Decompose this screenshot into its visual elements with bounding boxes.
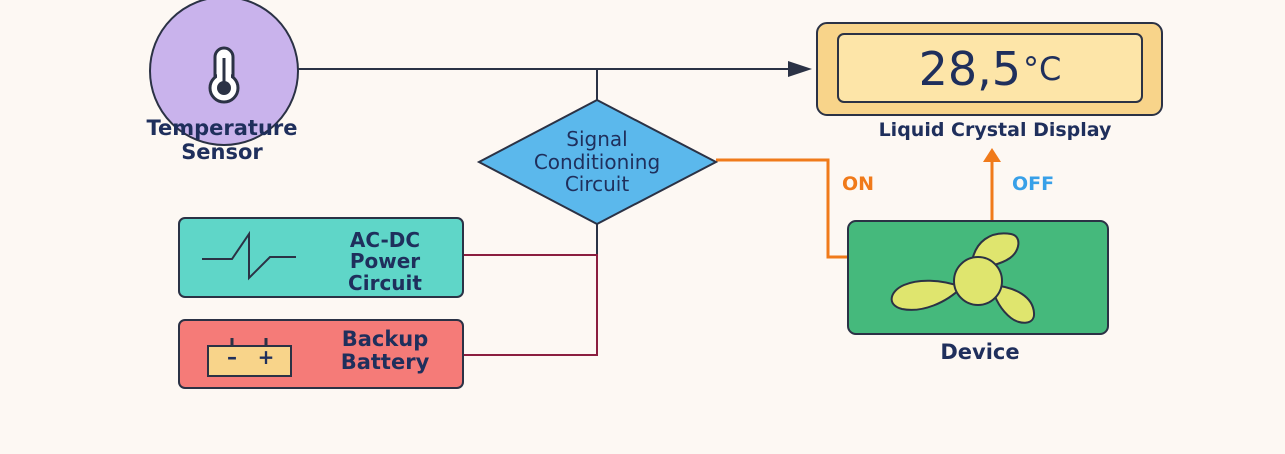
on-line [716,158,848,259]
ac-dc-waveform-icon [202,230,296,281]
lcd-arrowhead [788,61,812,77]
signal-conditioning-label-line3: Circuit [564,172,630,197]
lcd-screen [837,33,1143,103]
battery-label: Backup Battery [305,327,465,375]
off-arrowhead [983,148,1001,162]
acdc-power-line [463,254,598,356]
thermometer-icon [208,46,240,104]
acdc-label-line2: Power [349,249,421,274]
acdc-label-line1: AC-DC [349,228,421,252]
battery-minus-sign: – [227,345,237,369]
lcd-reading-value: 28,5 [918,42,1022,96]
lcd-reading: 28,5°C [840,36,1140,102]
temperature-sensor-label-line1: Temperature [146,116,298,140]
temperature-sensor-label-line2: Sensor [181,140,263,165]
lcd-label: Liquid Crystal Display [878,119,1112,141]
fan-icon [890,232,1035,324]
signal-conditioning-label-line1: Signal [566,127,628,151]
battery-plus-sign: + [257,345,275,369]
lcd-reading-unit: °C [1023,50,1062,88]
signal-conditioning-label-line2: Conditioning [533,149,661,174]
signal-conditioning-label: Signal Conditioning Circuit [497,128,697,196]
off-label: OFF [1012,173,1055,195]
acdc-label-line3: Circuit [348,270,422,295]
signal-conditioning-diamond [476,98,719,226]
device-label: Device [940,340,1020,364]
battery-icon [207,338,292,377]
on-label: ON [842,173,875,195]
battery-label-line1: Backup [341,327,429,351]
acdc-label: AC-DC Power Circuit [305,228,465,295]
temperature-sensor-label: Temperature Sensor [112,116,332,164]
battery-label-line2: Battery [340,350,430,375]
